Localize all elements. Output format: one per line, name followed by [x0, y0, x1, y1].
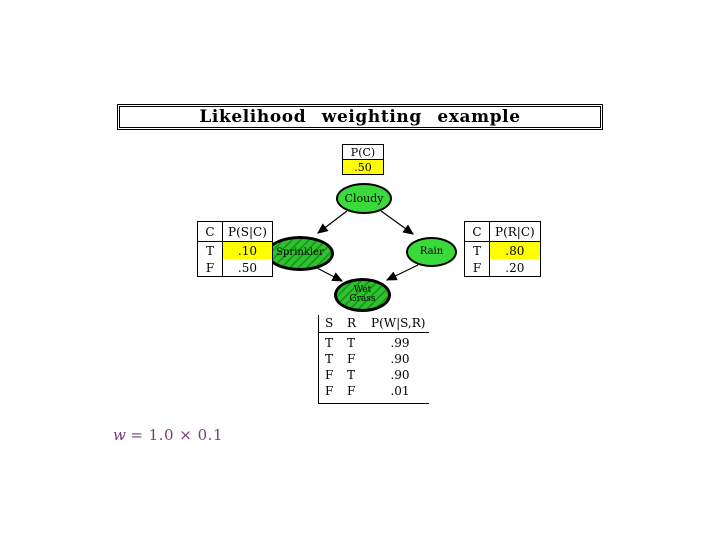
wetgrass-cpt-table: S R P(W|S,R) T T .99 T F .90 F T .90 F F — [318, 315, 429, 404]
prior-table: P(C) .50 — [342, 144, 384, 175]
table-row: F .50 — [197, 259, 273, 277]
sprinkler-cpt-r1-p: .50 — [237, 260, 257, 275]
sprinkler-cpt-col2-header: P(S|C) — [222, 221, 273, 242]
table-row: T T .99 — [325, 335, 429, 351]
node-rain: Rain — [406, 237, 457, 267]
rain-cpt-col1-header: C — [464, 221, 490, 242]
wg-r3-s: F — [325, 384, 334, 398]
wetgrass-cpt-col3-header: P(W|S,R) — [371, 316, 426, 330]
arrow-sprinkler-to-wetgrass — [316, 267, 344, 282]
table-row: T .10 — [197, 241, 273, 259]
wg-r0-p: .99 — [390, 336, 410, 350]
rain-cpt-col2-header: P(R|C) — [489, 221, 541, 242]
wetgrass-cpt-col2-header: R — [347, 316, 357, 330]
node-cloudy: Cloudy — [336, 183, 392, 214]
page-title: Likelihood weighting example — [199, 107, 521, 127]
node-wetgrass: Wet Grass — [334, 278, 391, 312]
table-row: F T .90 — [325, 367, 429, 383]
prior-table-value: .50 — [342, 159, 384, 175]
weight-formula: w= 1.0 × 0.1 — [113, 426, 223, 444]
wg-r2-p: .90 — [390, 368, 410, 382]
weight-formula-rhs: = 1.0 × 0.1 — [130, 426, 223, 444]
wg-r0-r: T — [347, 336, 356, 350]
node-rain-label: Rain — [419, 245, 444, 257]
wg-r0-s: T — [325, 336, 334, 350]
title-inner-frame: Likelihood weighting example — [119, 106, 601, 128]
wg-r2-s: F — [325, 368, 334, 382]
sprinkler-cpt-col1-header: C — [197, 221, 223, 242]
wetgrass-cpt-header-row: S R P(W|S,R) — [319, 315, 429, 333]
table-row: F .20 — [464, 259, 541, 277]
arrow-cloudy-to-rain — [380, 210, 414, 235]
wg-r2-r: T — [347, 368, 356, 382]
wg-r1-r: F — [347, 352, 356, 366]
title-box: Likelihood weighting example — [117, 104, 603, 130]
wetgrass-cpt-rows: T T .99 T F .90 F T .90 F F .01 — [319, 333, 429, 404]
rain-cpt-r1-p: .20 — [505, 260, 525, 275]
weight-formula-lhs: w — [113, 426, 127, 444]
rain-cpt-r0-c: T — [464, 241, 490, 259]
table-row: T F .90 — [325, 351, 429, 367]
sprinkler-cpt-r0-c: T — [197, 241, 223, 259]
sprinkler-cpt-r0-p: .10 — [222, 241, 273, 259]
rain-cpt-r1-c: F — [464, 259, 490, 277]
prior-table-header: P(C) — [342, 144, 384, 160]
sprinkler-cpt-table: C P(S|C) T .10 F .50 — [197, 221, 273, 277]
node-wetgrass-label: Wet Grass — [349, 284, 376, 304]
node-sprinkler: Sprinkler — [266, 236, 334, 271]
node-cloudy-label: Cloudy — [344, 191, 384, 205]
wg-r3-p: .01 — [390, 384, 410, 398]
rain-cpt-table: C P(R|C) T .80 F .20 — [464, 221, 541, 277]
wg-r3-r: F — [347, 384, 356, 398]
node-sprinkler-label: Sprinkler — [276, 247, 324, 259]
wg-r1-p: .90 — [390, 352, 410, 366]
wg-r1-s: T — [325, 352, 334, 366]
sprinkler-cpt-r1-c: F — [197, 259, 223, 277]
arrow-rain-to-wetgrass — [385, 264, 419, 281]
arrow-cloudy-to-sprinkler — [317, 210, 348, 234]
rain-cpt-r0-p: .80 — [489, 241, 541, 259]
table-row: T .80 — [464, 241, 541, 259]
table-row: F F .01 — [325, 383, 429, 399]
wetgrass-cpt-col1-header: S — [325, 316, 334, 330]
